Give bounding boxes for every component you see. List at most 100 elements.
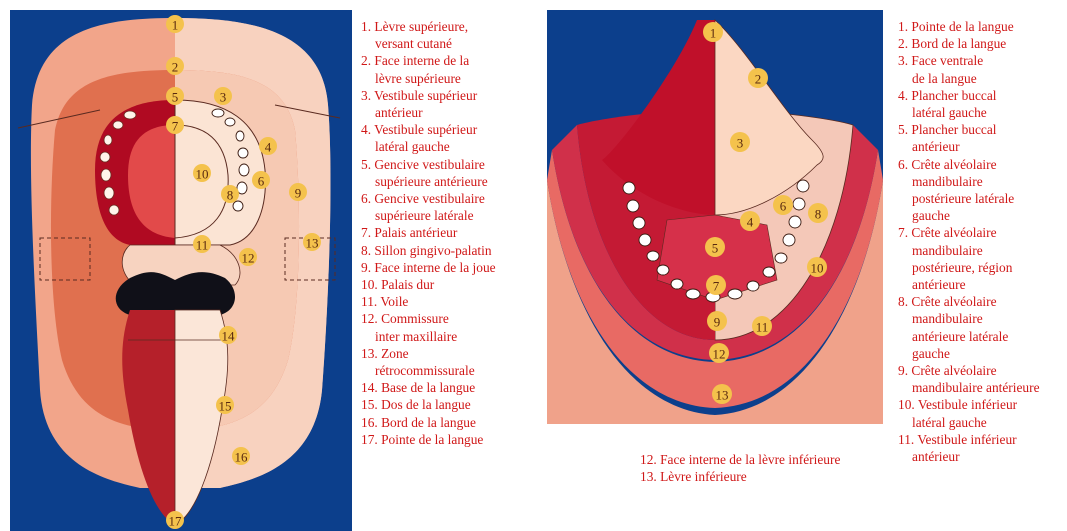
lower-mouth-diagram: 12345678910111213	[547, 10, 883, 424]
legend-line: 14. Base de la langue	[361, 379, 496, 396]
zone-marker-7: 7	[706, 275, 726, 295]
svg-text:6: 6	[258, 174, 265, 189]
svg-text:2: 2	[755, 72, 762, 87]
zone-marker-11: 11	[752, 316, 772, 336]
legend-line: gauche	[898, 207, 1040, 224]
legend-line: rétrocommissurale	[361, 362, 496, 379]
zone-marker-13: 13	[303, 233, 321, 251]
svg-text:1: 1	[172, 18, 179, 33]
legend-line: 12. Commissure	[361, 310, 496, 327]
svg-text:10: 10	[811, 261, 824, 276]
zone-marker-4: 4	[740, 211, 760, 231]
svg-text:11: 11	[756, 320, 769, 335]
zone-marker-9: 9	[289, 183, 307, 201]
legend-line: 9. Face interne de la joue	[361, 259, 496, 276]
svg-text:10: 10	[196, 167, 209, 182]
legend-line: 8. Sillon gingivo-palatin	[361, 242, 496, 259]
tongue-right	[175, 310, 228, 525]
legend-line: gauche	[898, 345, 1040, 362]
legend-line: antérieur	[898, 138, 1040, 155]
legend-line: 1. Lèvre supérieure,	[361, 18, 496, 35]
legend-line: postérieure, région	[898, 259, 1040, 276]
zone-marker-5: 5	[166, 87, 184, 105]
legend-line: 17. Pointe de la langue	[361, 431, 496, 448]
legend-line: 5. Plancher buccal	[898, 121, 1040, 138]
legend-line: 1. Pointe de la langue	[898, 18, 1040, 35]
legend-line: 7. Crête alvéolaire	[898, 224, 1040, 241]
svg-text:12: 12	[242, 251, 255, 266]
zone-marker-3: 3	[730, 132, 750, 152]
zone-marker-14: 14	[219, 326, 237, 344]
svg-text:6: 6	[780, 199, 787, 214]
legend-line: 2. Face interne de la	[361, 52, 496, 69]
zone-marker-10: 10	[193, 164, 211, 182]
legend-line: versant cutané	[361, 35, 496, 52]
svg-text:7: 7	[172, 119, 179, 134]
svg-text:16: 16	[235, 450, 249, 465]
legend-line: lèvre supérieure	[361, 70, 496, 87]
svg-text:17: 17	[169, 514, 183, 529]
zone-marker-6: 6	[773, 195, 793, 215]
legend-line: postérieure latérale	[898, 190, 1040, 207]
zone-marker-15: 15	[216, 396, 234, 414]
legend-line: 16. Bord de la langue	[361, 414, 496, 431]
legend-line: antérieur	[898, 448, 1040, 465]
zone-marker-16: 16	[232, 447, 250, 465]
svg-text:13: 13	[716, 388, 729, 403]
zone-marker-11: 11	[193, 235, 211, 253]
legend-line: 6. Crête alvéolaire	[898, 156, 1040, 173]
zone-marker-3: 3	[214, 87, 232, 105]
zone-marker-12: 12	[239, 248, 257, 266]
legend-line: 13. Zone	[361, 345, 496, 362]
legend-line: 3. Face ventrale	[898, 52, 1040, 69]
legend-line: 7. Palais antérieur	[361, 224, 496, 241]
svg-text:4: 4	[265, 140, 272, 155]
svg-text:5: 5	[712, 241, 719, 256]
legend-line: 10. Palais dur	[361, 276, 496, 293]
svg-text:1: 1	[710, 26, 717, 41]
legend-line: supérieure latérale	[361, 207, 496, 224]
svg-text:15: 15	[219, 399, 232, 414]
legend-line: 4. Vestibule supérieur	[361, 121, 496, 138]
legend-line: 2. Bord de la langue	[898, 35, 1040, 52]
svg-text:9: 9	[295, 186, 302, 201]
zone-marker-5: 5	[705, 237, 725, 257]
zone-marker-8: 8	[221, 185, 239, 203]
legend-line: 9. Crête alvéolaire	[898, 362, 1040, 379]
svg-text:12: 12	[713, 347, 726, 362]
legend-line: 12. Face interne de la lèvre inférieure	[640, 451, 840, 468]
legend-line: 10. Vestibule inférieur	[898, 396, 1040, 413]
zone-marker-6: 6	[252, 171, 270, 189]
legend-line: 3. Vestibule supérieur	[361, 87, 496, 104]
zone-marker-17: 17	[166, 511, 184, 529]
legend-line: 15. Dos de la langue	[361, 396, 496, 413]
zone-marker-9: 9	[707, 311, 727, 331]
zone-marker-12: 12	[709, 343, 729, 363]
legend-line: antérieure	[898, 276, 1040, 293]
legend-line: latéral gauche	[898, 104, 1040, 121]
legend-line: 11. Vestibule inférieur	[898, 431, 1040, 448]
svg-text:4: 4	[747, 215, 754, 230]
legend-line: inter maxillaire	[361, 328, 496, 345]
zone-marker-2: 2	[166, 57, 184, 75]
legend-line: antérieur	[361, 104, 496, 121]
legend-line: latéral gauche	[361, 138, 496, 155]
legend-line: 5. Gencive vestibulaire	[361, 156, 496, 173]
legend-line: antérieure latérale	[898, 328, 1040, 345]
legend-line: latéral gauche	[898, 414, 1040, 431]
svg-text:14: 14	[222, 329, 236, 344]
svg-text:5: 5	[172, 90, 179, 105]
zone-marker-13: 13	[712, 384, 732, 404]
legend-line: de la langue	[898, 70, 1040, 87]
legend-line: 11. Voile	[361, 293, 496, 310]
legend-line: mandibulaire antérieure	[898, 379, 1040, 396]
zone-marker-10: 10	[807, 257, 827, 277]
legend-line: mandibulaire	[898, 242, 1040, 259]
zone-marker-2: 2	[748, 68, 768, 88]
legend-line: mandibulaire	[898, 310, 1040, 327]
svg-text:2: 2	[172, 60, 179, 75]
